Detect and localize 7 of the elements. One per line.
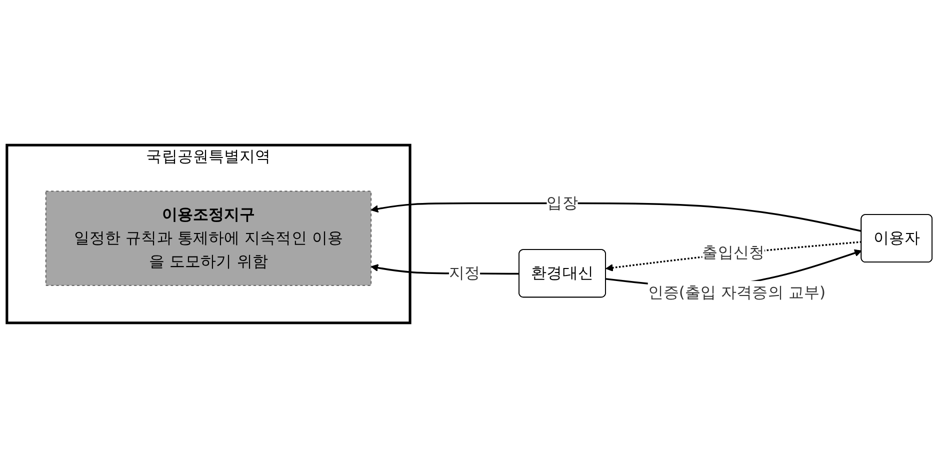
- arrow: [370, 202, 862, 232]
- edge-label: 지정: [448, 264, 480, 282]
- arrow: [606, 241, 862, 272]
- edge-label: 입장: [546, 194, 578, 212]
- node-box: 이용조정지구 일정한 규칙과 통제하에 지속적인 이용을 도모하기 위함: [45, 190, 372, 286]
- edge-label: 출입신청: [702, 244, 764, 262]
- edge-label: 인증(출입 자격증의 교부): [648, 283, 826, 302]
